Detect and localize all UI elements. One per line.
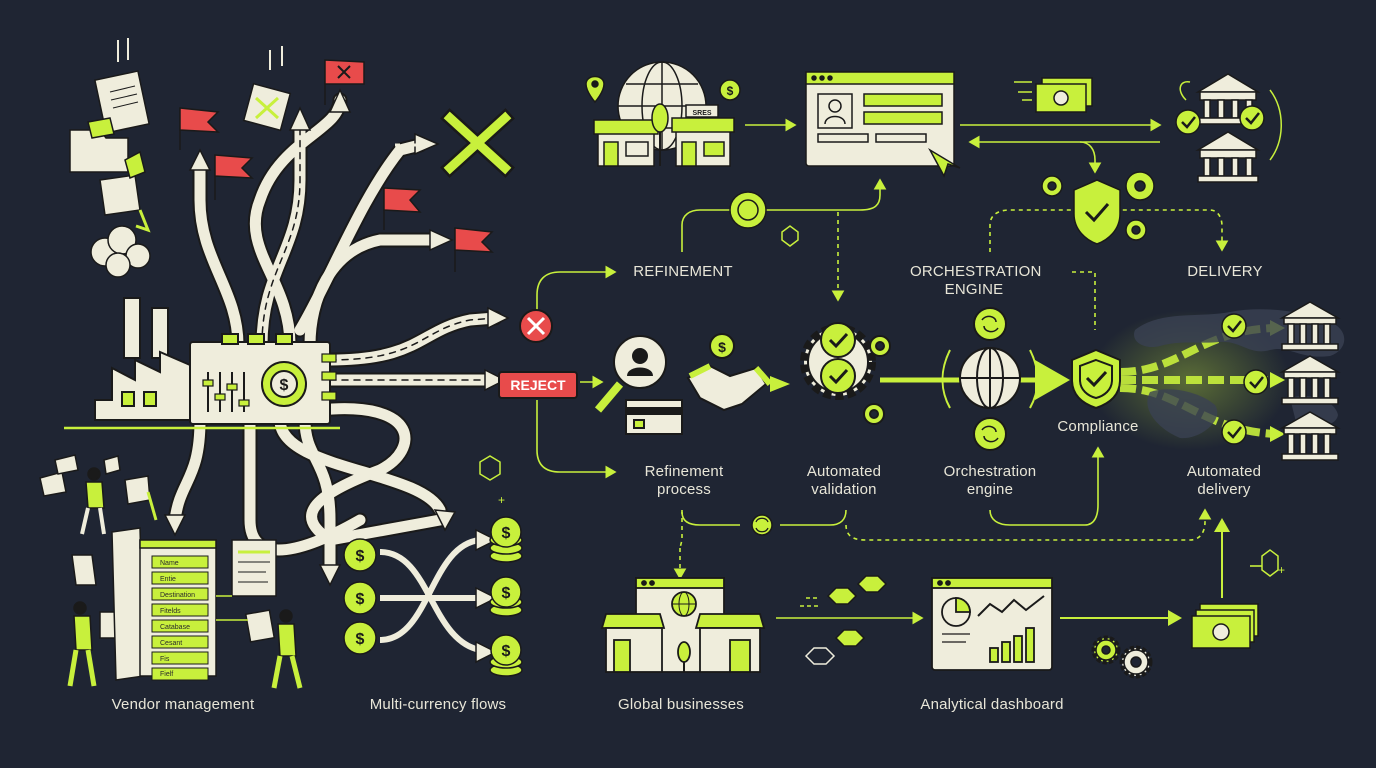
label-orchestration-engine: Orchestration engine	[943, 463, 1037, 498]
store-sign: SRES	[692, 110, 711, 117]
svg-text:$: $	[356, 591, 365, 608]
database-field-2: Destination	[160, 592, 195, 599]
control-board-icon: $	[189, 333, 337, 425]
smoke-cloud-icon	[90, 225, 151, 278]
svg-text:$: $	[280, 377, 289, 394]
compliance-shield-icon	[1071, 348, 1121, 410]
database-row	[151, 651, 209, 665]
refinement-orb-icon	[729, 191, 799, 247]
label-automated-validation: Automated validation	[806, 463, 882, 498]
database-row	[151, 587, 209, 601]
delivery-banks-icon	[1221, 301, 1341, 461]
database-field-0: Name	[160, 560, 179, 567]
globe-stores-icon: $	[585, 61, 741, 167]
label-orchestration-engine-top: ORCHESTRATION ENGINE	[910, 263, 1042, 298]
money-bill-icon	[1035, 77, 1093, 113]
svg-text:$: $	[502, 525, 511, 542]
database-field-5: Cesant	[160, 640, 182, 647]
database-cabinet-icon	[111, 527, 277, 681]
database-field-4: Catabase	[160, 624, 190, 631]
reject-cross-circle-icon	[519, 309, 553, 343]
database-field-3: Fitelds	[160, 608, 181, 615]
refinement-process-icon: $	[594, 333, 773, 435]
svg-text:+: +	[1278, 563, 1285, 577]
svg-text:$: $	[356, 548, 365, 565]
sync-icon	[751, 514, 773, 536]
label-refinement-process: Refinement process	[644, 463, 724, 498]
tangled-road-paths	[163, 88, 510, 587]
database-row	[151, 603, 209, 617]
label-automated-delivery: Automated delivery	[1186, 463, 1262, 498]
svg-text:$: $	[727, 84, 734, 98]
svg-text:$: $	[502, 643, 511, 660]
gears-icon	[1091, 635, 1153, 679]
label-multi-currency-flows: Multi-currency flows	[369, 696, 507, 713]
database-row	[151, 571, 209, 585]
database-row	[151, 555, 209, 569]
database-field-1: Entie	[160, 576, 176, 583]
reject-x-icon	[440, 108, 515, 178]
multi-currency-coins-icon: $ $ $ $ $ $ +	[343, 455, 523, 677]
database-row	[151, 667, 209, 681]
label-refinement: REFINEMENT	[633, 263, 733, 280]
global-businesses-icon	[600, 577, 766, 673]
database-field-6: Fis	[160, 656, 170, 663]
vendor-people-icon	[39, 454, 303, 689]
label-analytical-dashboard: Analytical dashboard	[920, 696, 1064, 713]
svg-text:$: $	[502, 585, 511, 602]
database-row	[151, 619, 209, 633]
bank-sync-icon	[1175, 73, 1282, 183]
hexagon-decorations: +	[804, 549, 1285, 665]
reject-badge: REJECT	[498, 371, 578, 399]
label-compliance: Compliance	[1057, 418, 1139, 435]
svg-text:$: $	[718, 339, 726, 355]
svg-text:$: $	[356, 631, 365, 648]
orchestration-engine-icon	[941, 307, 1039, 451]
web-portal-window-icon	[805, 71, 961, 178]
security-shield-icon	[1041, 171, 1155, 245]
analytical-dashboard-icon	[931, 577, 1053, 671]
money-stack-icon	[1191, 603, 1259, 649]
database-row	[151, 635, 209, 649]
label-global-businesses: Global businesses	[618, 696, 744, 713]
database-field-7: Fielf	[160, 671, 173, 678]
flying-documents-icon	[69, 38, 292, 233]
svg-text:+: +	[498, 493, 505, 507]
label-vendor-management: Vendor management	[111, 696, 255, 713]
factory-icon	[64, 297, 340, 430]
label-delivery: DELIVERY	[1187, 263, 1263, 280]
red-flag-icons	[179, 59, 494, 272]
automated-validation-icon	[770, 322, 891, 425]
